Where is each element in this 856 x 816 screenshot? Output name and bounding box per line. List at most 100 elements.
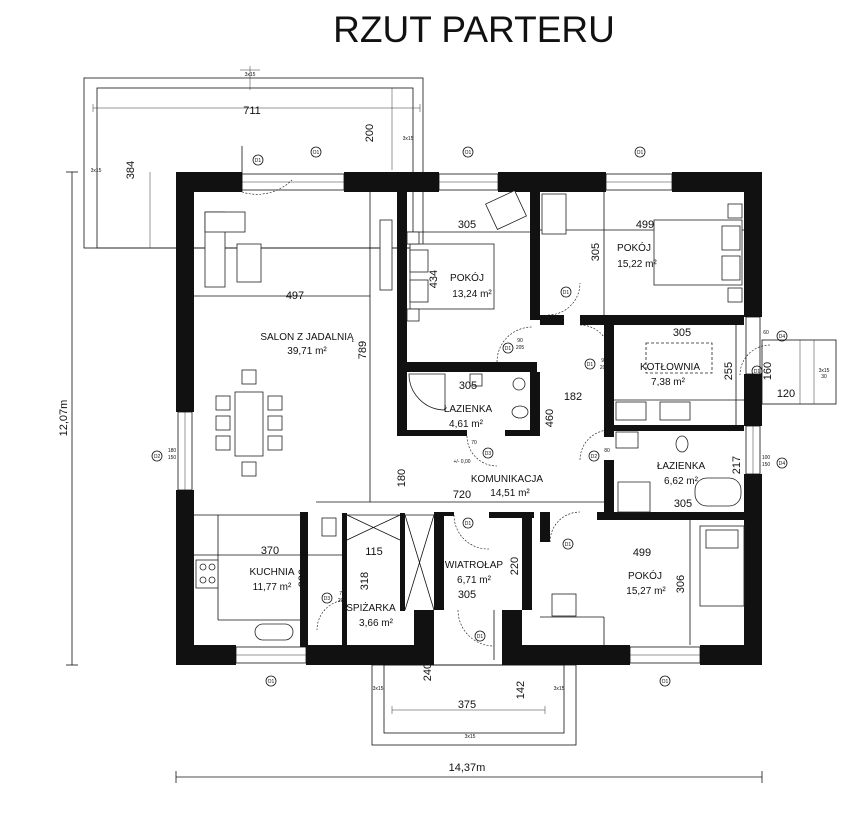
dim-305-kotlownia: 305 xyxy=(673,327,691,339)
marker-d1-entrance: D1 xyxy=(474,630,486,642)
room-name-lazienka2: ŁAZIENKA xyxy=(657,461,706,472)
step-depth-side: 30 xyxy=(821,374,827,380)
dim-305-pokoj1: 305 xyxy=(458,219,476,231)
opening-size-10: 150 xyxy=(168,455,177,461)
room-area-kuchnia: 11,77 m² xyxy=(253,582,292,593)
marker-d4-top: D4 xyxy=(776,330,788,342)
marker-d1-pokoj1: D1 xyxy=(502,342,514,354)
marker-o1-top-3: O1 xyxy=(634,146,646,158)
marker-o1-bottom-1: O1 xyxy=(265,675,277,687)
doors xyxy=(241,146,771,660)
room-area-salon: 39,71 m² xyxy=(287,346,327,357)
svg-text:O1: O1 xyxy=(637,150,644,156)
dim-370: 370 xyxy=(261,545,279,557)
overall-dimensions xyxy=(66,171,763,783)
svg-text:O1: O1 xyxy=(662,679,669,685)
dim-305-lazienka1: 305 xyxy=(459,380,477,392)
dim-306: 306 xyxy=(675,575,687,593)
svg-text:D4: D4 xyxy=(779,334,786,340)
marker-d1-top: D1 xyxy=(252,154,264,166)
dim-total-width: 14,37m xyxy=(449,762,486,774)
room-name-pokoj2: POKÓJ xyxy=(617,241,651,254)
step-label-terrace-2: 3x15 xyxy=(403,136,414,142)
svg-text:D1: D1 xyxy=(477,634,484,640)
floor-level: +/- 0,00 xyxy=(453,459,470,465)
room-name-salon: SALON Z JADALNIĄ xyxy=(260,332,354,343)
opening-size-5: 70 xyxy=(471,440,477,446)
marker-d1-side: D1 xyxy=(751,365,763,377)
dim-305-pokoj2: 305 xyxy=(590,243,602,261)
dim-318: 318 xyxy=(359,572,371,590)
svg-text:D3: D3 xyxy=(485,451,492,457)
opening-size-9: 180 xyxy=(168,448,177,454)
marker-d1-kotlownia: D1 xyxy=(584,358,596,370)
room-name-komunikacja: KOMUNIKACJA xyxy=(471,474,544,485)
dim-720: 720 xyxy=(453,489,471,501)
marker-d3-spizarka: D3 xyxy=(321,592,333,604)
dim-180: 180 xyxy=(396,469,408,487)
room-name-pokoj1: POKÓJ xyxy=(450,271,484,284)
room-area-pokoj3: 15,27 m² xyxy=(626,586,666,597)
dim-217: 217 xyxy=(731,456,743,474)
step-label-side: 3x15 xyxy=(819,368,830,374)
opening-size-11: 100 xyxy=(762,455,771,461)
marker-o1-top-1: O1 xyxy=(310,146,322,158)
svg-text:D2: D2 xyxy=(591,454,598,460)
svg-text:D1: D1 xyxy=(754,369,761,375)
room-area-komunikacja: 14,51 m² xyxy=(490,488,530,499)
entrance-steps xyxy=(371,664,577,746)
opening-size-1: 90 xyxy=(517,338,523,344)
dim-120: 120 xyxy=(777,388,795,400)
svg-text:D1: D1 xyxy=(465,521,472,527)
dim-142: 142 xyxy=(515,681,527,699)
opening-size-3: 90 xyxy=(601,358,607,364)
dim-789: 789 xyxy=(357,341,369,359)
terrace xyxy=(83,66,424,249)
dim-305-lazienka2: 305 xyxy=(674,498,692,510)
marker-d2-lazienka2: D2 xyxy=(588,450,600,462)
outer-walls xyxy=(176,172,762,665)
plan-title: RZUT PARTERU xyxy=(333,9,615,50)
room-area-kotlownia: 7,38 m² xyxy=(651,377,686,388)
marker-d1-pokoj2: D1 xyxy=(560,286,572,298)
room-name-spizarka: SPIŻARKA xyxy=(346,601,396,614)
dim-305-wiatrolap: 305 xyxy=(458,589,476,601)
opening-size-13: 60 xyxy=(763,330,769,336)
marker-d1-pokoj3: D1 xyxy=(562,538,574,550)
svg-text:D1: D1 xyxy=(565,542,572,548)
dim-160: 160 xyxy=(762,362,774,380)
opening-size-6: 80 xyxy=(604,448,610,454)
svg-text:D4: D4 xyxy=(779,461,786,467)
step-label-entrance-left: 3x15 xyxy=(373,686,384,692)
room-area-wiatrolap: 6,71 m² xyxy=(457,575,492,586)
dim-330: 330 xyxy=(297,569,309,587)
room-area-lazienka1: 4,61 m² xyxy=(449,419,484,430)
step-label-terrace-3: 3x15 xyxy=(91,168,102,174)
svg-text:O1: O1 xyxy=(465,150,472,156)
dim-499-pokoj2: 499 xyxy=(636,219,654,231)
dim-115: 115 xyxy=(365,546,383,558)
dim-total-height: 12,07m xyxy=(58,400,70,437)
svg-text:D1: D1 xyxy=(505,346,512,352)
dim-434: 434 xyxy=(428,270,440,288)
svg-text:O2: O2 xyxy=(154,454,161,460)
svg-text:O1: O1 xyxy=(313,150,320,156)
svg-text:D3: D3 xyxy=(324,596,331,602)
step-label-entrance-right: 3x15 xyxy=(554,686,565,692)
dim-182: 182 xyxy=(564,391,582,403)
dim-terrace-height: 384 xyxy=(125,161,137,179)
room-area-lazienka2: 6,62 m² xyxy=(664,476,699,487)
dim-terrace-width: 711 xyxy=(243,105,261,117)
dim-terrace-200: 200 xyxy=(364,124,376,142)
opening-size-2: 205 xyxy=(516,345,525,351)
room-name-lazienka1: ŁAZIENKA xyxy=(444,404,493,415)
svg-text:O1: O1 xyxy=(268,679,275,685)
room-area-pokoj1: 13,24 m² xyxy=(452,289,492,300)
opening-size-4: 205 xyxy=(600,365,609,371)
marker-d3-lazienka1: D3 xyxy=(482,447,494,459)
room-name-wiatrolap: WIATROŁAP xyxy=(445,560,503,571)
dim-499-pokoj3: 499 xyxy=(633,547,651,559)
opening-size-8: 205 xyxy=(338,598,347,604)
marker-d4-bath: D4 xyxy=(776,457,788,469)
